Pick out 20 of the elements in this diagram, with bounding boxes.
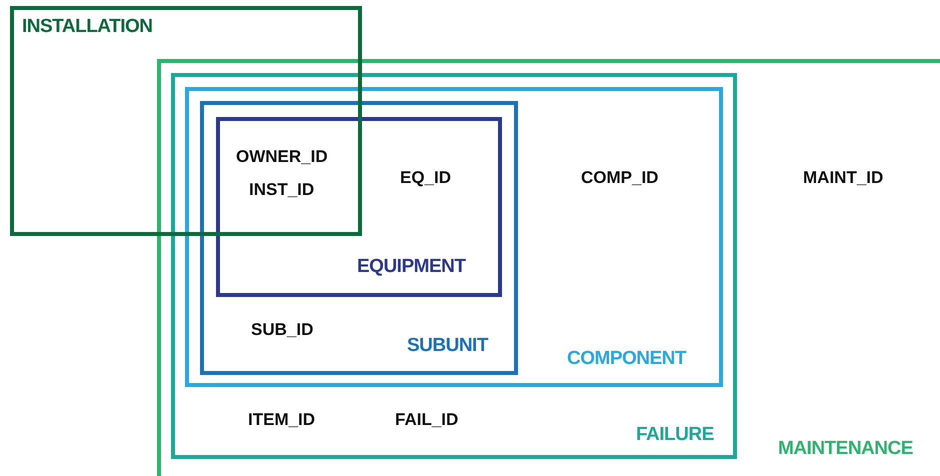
maintenance-frame (157, 59, 940, 476)
frame-heading: FAILURE (636, 424, 714, 446)
subunit-frame (200, 101, 518, 375)
frame-heading: INSTALLATION (22, 16, 152, 38)
id-field-label: EQ_ID (400, 168, 452, 188)
component-frame (185, 87, 723, 387)
equipment-frame (216, 117, 502, 297)
installation-frame (10, 6, 362, 236)
id-field-label: ITEM_ID (248, 410, 316, 430)
id-field-label: COMP_ID (581, 168, 658, 188)
id-field-label: MAINT_ID (803, 168, 884, 188)
failure-frame (171, 73, 737, 459)
frame-heading: COMPONENT (567, 348, 686, 370)
frame-heading: SUBUNIT (407, 335, 488, 357)
id-field-label: INST_ID (249, 180, 314, 200)
id-field-label: OWNER_ID (236, 147, 328, 167)
frame-heading: MAINTENANCE (778, 438, 913, 460)
id-field-label: FAIL_ID (395, 410, 458, 430)
id-field-label: SUB_ID (251, 320, 314, 340)
frame-heading: EQUIPMENT (357, 256, 466, 278)
